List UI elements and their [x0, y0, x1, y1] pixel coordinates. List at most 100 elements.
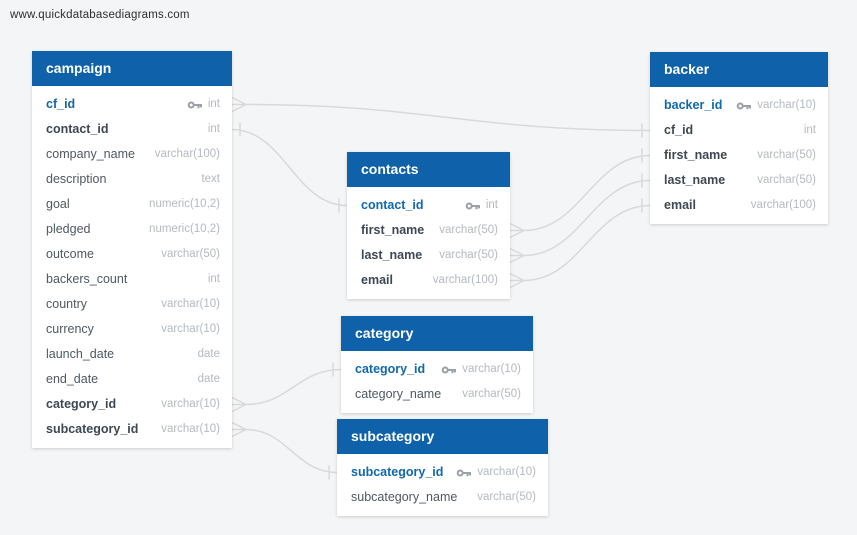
field-type: date [197, 373, 220, 385]
field-name: contact_id [361, 198, 424, 212]
table-header-contacts: contacts [347, 152, 510, 187]
field-name: category_id [355, 362, 426, 376]
relationship-campaign.subcategory_id-to-subcategory.subcategory_id [231, 421, 338, 480]
field-type: varchar(10) [161, 398, 220, 410]
field-row-contact_id: contact_id int [32, 117, 232, 142]
field-type: varchar(50) [439, 224, 498, 236]
field-type: varchar(100) [154, 148, 220, 160]
field-type: int [803, 124, 816, 136]
field-row-cf_id: cf_id int [650, 118, 828, 143]
field-name: last_name [361, 248, 423, 262]
table-contacts[interactable]: contacts contact_id int first_name varchar(5… [347, 152, 510, 299]
field-type: varchar(10) [757, 99, 816, 111]
field-name: email [361, 273, 393, 287]
field-name: pledged [46, 222, 91, 236]
relationship-campaign.contact_id-to-contacts.contact_id [231, 122, 348, 213]
field-row-email: email varchar(100) [650, 193, 828, 218]
field-type: int [485, 199, 498, 211]
field-row-subcategory_id: subcategory_id varchar(10) [32, 417, 232, 442]
field-row-end_date: end_date date [32, 367, 232, 392]
field-name: last_name [664, 173, 726, 187]
field-type: varchar(100) [750, 199, 816, 211]
table-title: contacts [361, 161, 419, 177]
field-row-outcome: outcome varchar(50) [32, 242, 232, 267]
field-name: cf_id [46, 97, 76, 111]
table-header-subcategory: subcategory [337, 419, 548, 454]
field-type: int [207, 123, 220, 135]
field-name: backers_count [46, 272, 128, 286]
field-name: email [664, 198, 696, 212]
field-name: category_name [355, 387, 442, 401]
field-type: varchar(50) [477, 491, 536, 503]
table-title: subcategory [351, 428, 435, 444]
field-type: varchar(10) [161, 423, 220, 435]
key-icon [465, 202, 480, 209]
relationship-campaign.cf_id-to-backer.cf_id [231, 96, 651, 138]
table-header-category: category [341, 316, 533, 351]
relationship-contacts.email-to-backer.email [509, 198, 651, 289]
key-icon [736, 102, 752, 109]
field-type: int [207, 98, 220, 110]
field-row-first_name: first_name varchar(50) [347, 218, 510, 243]
field-row-category_name: category_name varchar(50) [341, 382, 533, 407]
field-row-launch_date: launch_date date [32, 342, 232, 367]
field-row-cf_id: cf_id int [32, 92, 232, 117]
field-name: country [46, 297, 87, 311]
field-name: subcategory_id [46, 422, 139, 436]
table-body: contact_id int first_name varchar(50) last_n… [347, 187, 510, 299]
field-type: numeric(10,2) [149, 198, 220, 210]
field-type: varchar(50) [161, 248, 220, 260]
table-body: subcategory_id varchar(10) subcategory_nam… [337, 454, 548, 516]
key-icon [441, 366, 457, 373]
field-type: numeric(10,2) [149, 223, 220, 235]
field-type: varchar(50) [462, 388, 521, 400]
field-name: end_date [46, 372, 99, 386]
field-name: cf_id [664, 123, 694, 137]
field-type: int [207, 273, 220, 285]
field-name: goal [46, 197, 70, 211]
field-row-subcategory_name: subcategory_name varchar(50) [337, 485, 548, 510]
field-row-pledged: pledged numeric(10,2) [32, 217, 232, 242]
field-name: outcome [46, 247, 94, 261]
table-header-campaign: campaign [32, 51, 232, 86]
table-title: category [355, 325, 414, 341]
field-row-first_name: first_name varchar(50) [650, 143, 828, 168]
field-name: launch_date [46, 347, 115, 361]
field-name: subcategory_id [351, 465, 444, 479]
field-name: currency [46, 322, 94, 336]
field-type: date [197, 348, 220, 360]
table-backer[interactable]: backer backer_id varchar(10) cf_id int first_… [650, 52, 828, 224]
field-name: description [46, 172, 107, 186]
field-type: text [201, 173, 220, 185]
relationship-contacts.last_name-to-backer.last_name [509, 173, 651, 264]
table-title: campaign [46, 60, 112, 76]
table-title: backer [664, 61, 710, 77]
field-name: contact_id [46, 122, 109, 136]
field-name: first_name [664, 148, 728, 162]
key-icon [456, 469, 472, 476]
relationship-contacts.first_name-to-backer.first_name [509, 148, 651, 239]
field-type: varchar(10) [477, 466, 536, 478]
table-header-backer: backer [650, 52, 828, 87]
field-row-subcategory_id: subcategory_id varchar(10) [337, 460, 548, 485]
field-row-backer_id: backer_id varchar(10) [650, 93, 828, 118]
key-icon [187, 101, 202, 108]
field-row-backers_count: backers_count int [32, 267, 232, 292]
field-name: subcategory_name [351, 490, 458, 504]
field-type: varchar(50) [757, 149, 816, 161]
field-name: first_name [361, 223, 425, 237]
field-name: backer_id [664, 98, 723, 112]
